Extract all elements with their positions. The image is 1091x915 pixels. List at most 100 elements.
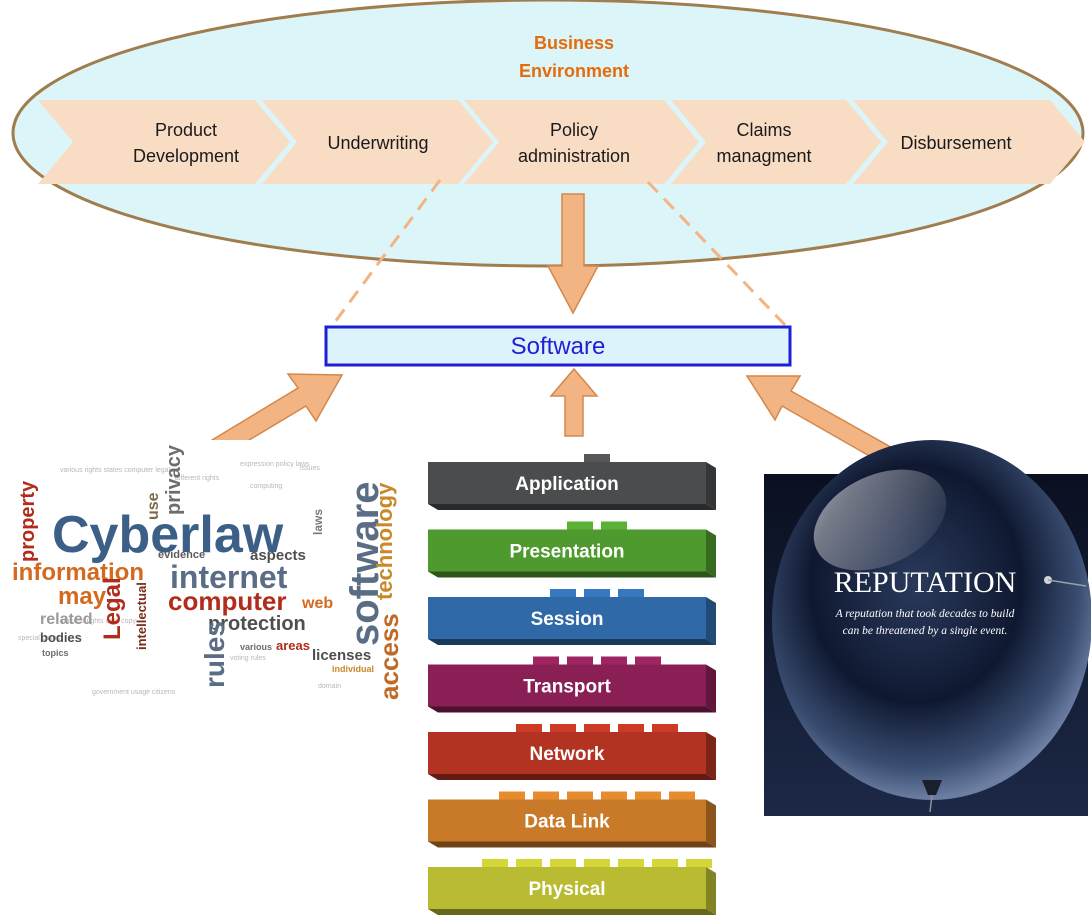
osi-layer-face [428, 529, 706, 572]
osi-layer-bottom [428, 774, 716, 780]
stage-label-product-line2: Development [133, 146, 239, 166]
osi-layer-label: Transport [523, 677, 611, 698]
word-intellectual: intellectual [134, 582, 149, 650]
arrow-business-to-software [546, 193, 600, 315]
osi-layer-data-link: Data Link [428, 791, 716, 848]
svg-text:various rights states computer: various rights states computer legal [60, 467, 171, 474]
word-cloud-background [10, 440, 400, 705]
osi-layer-label: Application [515, 474, 618, 495]
osi-layer-physical: Physical [428, 859, 716, 915]
osi-layer-side [706, 732, 716, 780]
osi-connector-tab [584, 589, 610, 598]
osi-connector-tab [567, 656, 593, 666]
osi-connector-tab [584, 859, 610, 868]
osi-layer-label: Physical [528, 879, 605, 900]
osi-connector-tab [686, 859, 712, 868]
osi-connector-tab [482, 859, 508, 868]
osi-connector-tab [618, 724, 644, 733]
osi-layer-face [428, 597, 706, 639]
osi-layer-bottom [428, 841, 716, 848]
osi-connector-tab [652, 859, 678, 868]
pin-needle [1047, 579, 1087, 587]
svg-text:government usage citizens: government usage citizens [92, 689, 176, 696]
osi-layer-side [706, 529, 716, 578]
word-individual: individual [332, 664, 374, 674]
osi-layer-side [706, 867, 716, 915]
osi-connector-tab [601, 656, 627, 666]
osi-layer-face [428, 462, 706, 504]
business-environment-title-line2: Environment [519, 61, 629, 81]
word-computer: computer [168, 586, 286, 616]
svg-text:issues: issues [300, 465, 320, 472]
osi-connector-tab [635, 656, 661, 666]
business-environment: Business Environment Product Development… [11, 0, 1085, 268]
reputation-caption-line1: A reputation that took decades to build [835, 608, 1015, 620]
word-evidence: evidence [158, 549, 205, 561]
word-may: may [58, 583, 107, 610]
word-licenses: licenses [312, 647, 371, 664]
osi-connector-tab [533, 656, 559, 666]
word-cloud-filler: various rights states computer legal exp… [18, 461, 341, 696]
arrow-osi-to-software [549, 367, 599, 437]
osi-connector-tab [516, 859, 542, 868]
word-areas: areas [276, 638, 310, 653]
chevron-claims-managment [671, 100, 881, 184]
osi-layer-label: Presentation [509, 542, 624, 563]
osi-connector-tab [618, 589, 644, 598]
business-environment-title-line1: Business [534, 33, 614, 53]
osi-connector-tab [499, 791, 525, 801]
stage-label-disbursement: Disbursement [900, 133, 1011, 153]
stage-label-policy-line1: Policy [550, 120, 598, 140]
word-internet: internet [170, 559, 288, 595]
word-cyberlaw: Cyberlaw [52, 506, 284, 564]
osi-layer-label: Session [531, 609, 604, 630]
chevron-underwriting [262, 100, 493, 184]
osi-connector-tab [567, 521, 593, 531]
osi-layer-transport: Transport [428, 656, 716, 713]
osi-connector-tab [533, 791, 559, 801]
software-box-rect [324, 325, 792, 367]
osi-layer-bottom [428, 706, 716, 713]
word-topics: topics [42, 648, 69, 658]
word-protection: protection [208, 613, 306, 635]
svg-text:domain: domain [318, 683, 341, 690]
dashed-guide-right [646, 180, 788, 328]
osi-layer-network: Network [428, 724, 716, 780]
osi-connector-tab [584, 454, 610, 463]
software-box: Software [324, 325, 792, 367]
osi-layer-face [428, 867, 706, 909]
word-software: software [343, 482, 387, 647]
word-information: information [12, 559, 144, 586]
dashed-guide-left [330, 179, 442, 327]
stage-label-claims-line2: managment [716, 146, 811, 166]
stage-label-product-line1: Product [155, 120, 217, 140]
osi-layer-bottom [428, 639, 716, 645]
svg-text:expression policy laws: expression policy laws [240, 461, 310, 468]
svg-text:special cases: special cases [18, 635, 61, 642]
osi-layer-bottom [428, 571, 716, 578]
reputation-title: REPUTATION [834, 566, 1017, 599]
stage-label-claims-line1: Claims [736, 120, 791, 140]
word-technology: technology [372, 482, 397, 600]
osi-layer-bottom [428, 504, 716, 510]
osi-layer-side [706, 664, 716, 713]
svg-text:different rights: different rights [175, 475, 220, 482]
chevron-product-development [38, 100, 290, 184]
osi-layer-application: Application [428, 454, 716, 510]
osi-layer-face [428, 664, 706, 707]
osi-layer-session: Session [428, 589, 716, 645]
chevron-policy-administration [464, 100, 699, 184]
word-use: use [145, 492, 162, 520]
reputation-caption-line2: can be threatened by a single event. [843, 625, 1008, 637]
osi-layer-side [706, 462, 716, 510]
osi-layer-presentation: Presentation [428, 521, 716, 578]
cyberlaw-word-cloud: various rights states computer legal exp… [10, 440, 404, 705]
osi-connector-tab [669, 791, 695, 801]
word-web: web [301, 595, 333, 612]
osi-layer-stack: ApplicationPresentationSessionTransportN… [428, 454, 716, 915]
osi-layer-label: Data Link [524, 812, 610, 833]
osi-layer-side [706, 799, 716, 848]
osi-layer-label: Network [530, 744, 605, 765]
osi-connector-tab [584, 724, 610, 733]
word-related: related [40, 611, 92, 628]
